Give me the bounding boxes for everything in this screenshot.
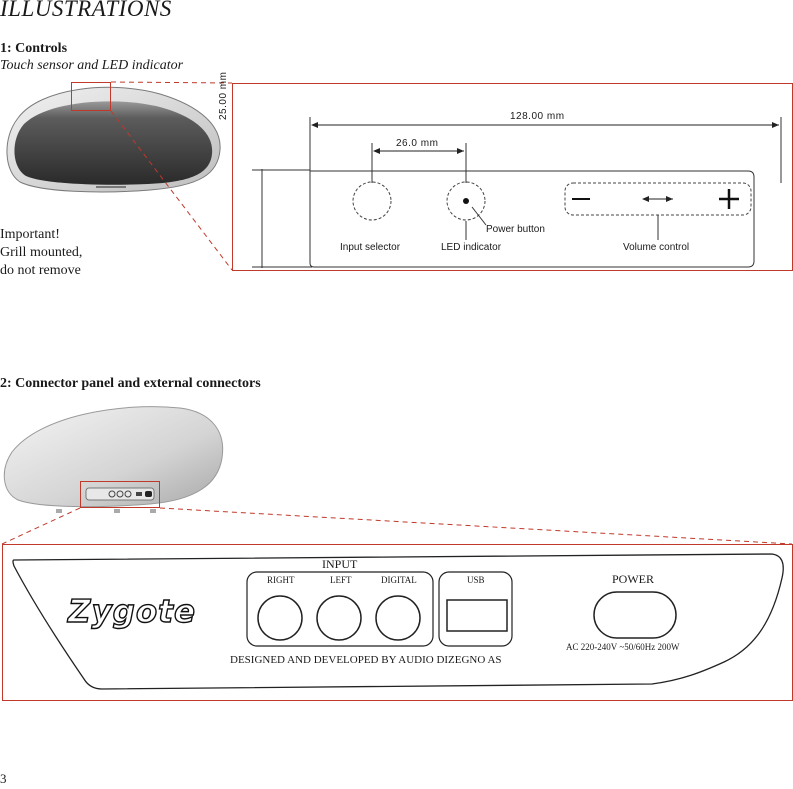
note-line-1: Important!: [0, 227, 60, 242]
led-indicator-sensor: [446, 181, 486, 221]
page-number: 3: [0, 771, 7, 786]
jack-left-icon: [316, 595, 362, 641]
power-label: POWER: [612, 572, 654, 586]
power-button-label: Power button: [486, 224, 545, 235]
input-left-label: LEFT: [330, 575, 352, 585]
controls-callout-marker: [71, 82, 111, 111]
volume-control-label: Volume control: [623, 242, 690, 253]
note-line-2: Grill mounted,: [0, 245, 83, 260]
page-title: ILLUSTRATIONS: [0, 0, 172, 21]
input-header: INPUT: [322, 557, 358, 571]
dim-height-label: 25.00 mm: [218, 71, 229, 120]
jack-digital-icon: [375, 595, 421, 641]
dim-spacing-label: 26.0 mm: [396, 138, 439, 149]
connector-callout-marker: [80, 481, 160, 508]
section-1-title: 1: Controls: [0, 41, 68, 56]
input-right-label: RIGHT: [267, 575, 295, 585]
input-selector-label: Input selector: [340, 242, 401, 253]
input-digital-label: DIGITAL: [381, 575, 417, 585]
speaker-rear-illustration: [3, 406, 224, 513]
speaker-front-illustration: [6, 86, 221, 193]
power-spec-label: AC 220-240V ~50/60Hz 200W: [566, 642, 680, 652]
led-indicator-label: LED indicator: [441, 242, 502, 253]
jack-right-icon: [257, 595, 303, 641]
connector-panel-diagram: [12, 553, 784, 690]
dim-width-label: 128.00 mm: [510, 111, 565, 122]
input-selector-sensor: [352, 181, 392, 221]
credit-label: DESIGNED AND DEVELOPED BY AUDIO DIZEGNO …: [230, 654, 502, 666]
section-2-title: 2: Connector panel and external connecto…: [0, 376, 261, 391]
note-line-3: do not remove: [0, 263, 81, 278]
usb-label: USB: [467, 575, 485, 585]
led-dot-icon: [463, 198, 469, 204]
power-socket-icon: [593, 591, 677, 639]
usb-port-icon: [446, 599, 508, 632]
zygote-logo: Zygote: [67, 593, 197, 630]
section-1-subtitle: Touch sensor and LED indicator: [0, 58, 184, 73]
controls-diagram: [252, 117, 782, 268]
grill-note: Important! Grill mounted, do not remove: [0, 226, 82, 280]
